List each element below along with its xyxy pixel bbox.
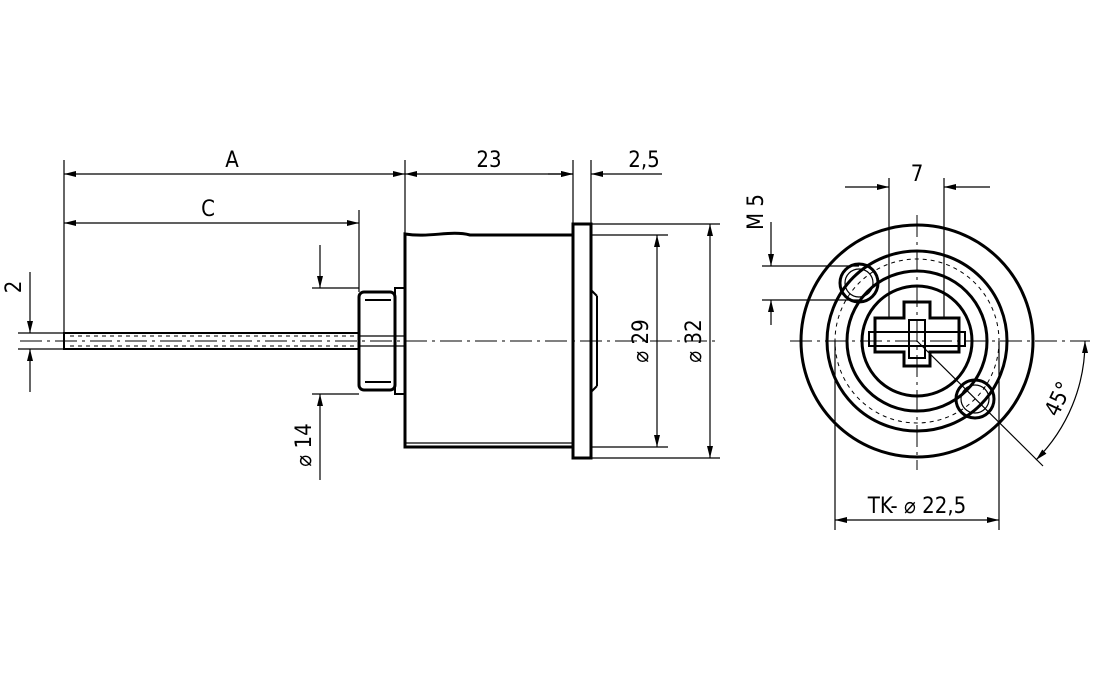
- dimension-bushing-diameter: ⌀ 14: [292, 245, 359, 480]
- dimension-angle: 45°: [916, 340, 1089, 467]
- dimension-label-thread: M 5: [744, 194, 769, 230]
- dimension-label-angle: 45°: [1040, 378, 1077, 420]
- shaft-slot: [868, 300, 966, 368]
- dimension-bolt-circle: TK- ⌀ 22,5: [834, 341, 1000, 530]
- dimension-C: C: [64, 197, 360, 292]
- dimension-label-shaft-diameter: 2: [2, 281, 27, 294]
- dimension-label-C: C: [201, 197, 215, 222]
- dimension-slot-width: 7: [845, 162, 990, 318]
- flange-outline: [799, 223, 1035, 459]
- shaft-hub: [860, 284, 974, 398]
- dimension-label-housing-length: 23: [476, 148, 501, 173]
- dimension-A: A: [63, 148, 406, 333]
- dimension-housing-length: 23: [405, 148, 574, 224]
- dimension-label-flange-diameter: ⌀ 32: [682, 319, 707, 362]
- dimension-thread: M 5: [744, 194, 859, 325]
- dimension-flange-thickness: 2,5: [548, 148, 662, 224]
- mounting-hole-top-left: [838, 262, 880, 304]
- dimension-label-housing-diameter: ⌀ 29: [629, 319, 654, 362]
- dimension-label-bushing-diameter: ⌀ 14: [292, 423, 317, 466]
- dimension-housing-diameter: ⌀ 29: [591, 234, 668, 448]
- dimension-label-bolt-circle: TK- ⌀ 22,5: [867, 494, 966, 519]
- dimension-shaft-diameter: 2: [2, 272, 64, 392]
- mounting-hole-bottom-right: [954, 378, 996, 420]
- dimension-label-A: A: [225, 148, 239, 173]
- front-view: 7 M 5 45° TK- ⌀ 22,5: [744, 162, 1090, 530]
- dimension-label-slot-width: 7: [911, 162, 924, 187]
- housing: [403, 231, 575, 449]
- dimension-label-flange-thickness: 2,5: [628, 148, 659, 173]
- dimension-flange-diameter: ⌀ 32: [591, 223, 720, 459]
- side-view: A C 23 2,5 2: [2, 148, 720, 480]
- flange: [571, 222, 598, 460]
